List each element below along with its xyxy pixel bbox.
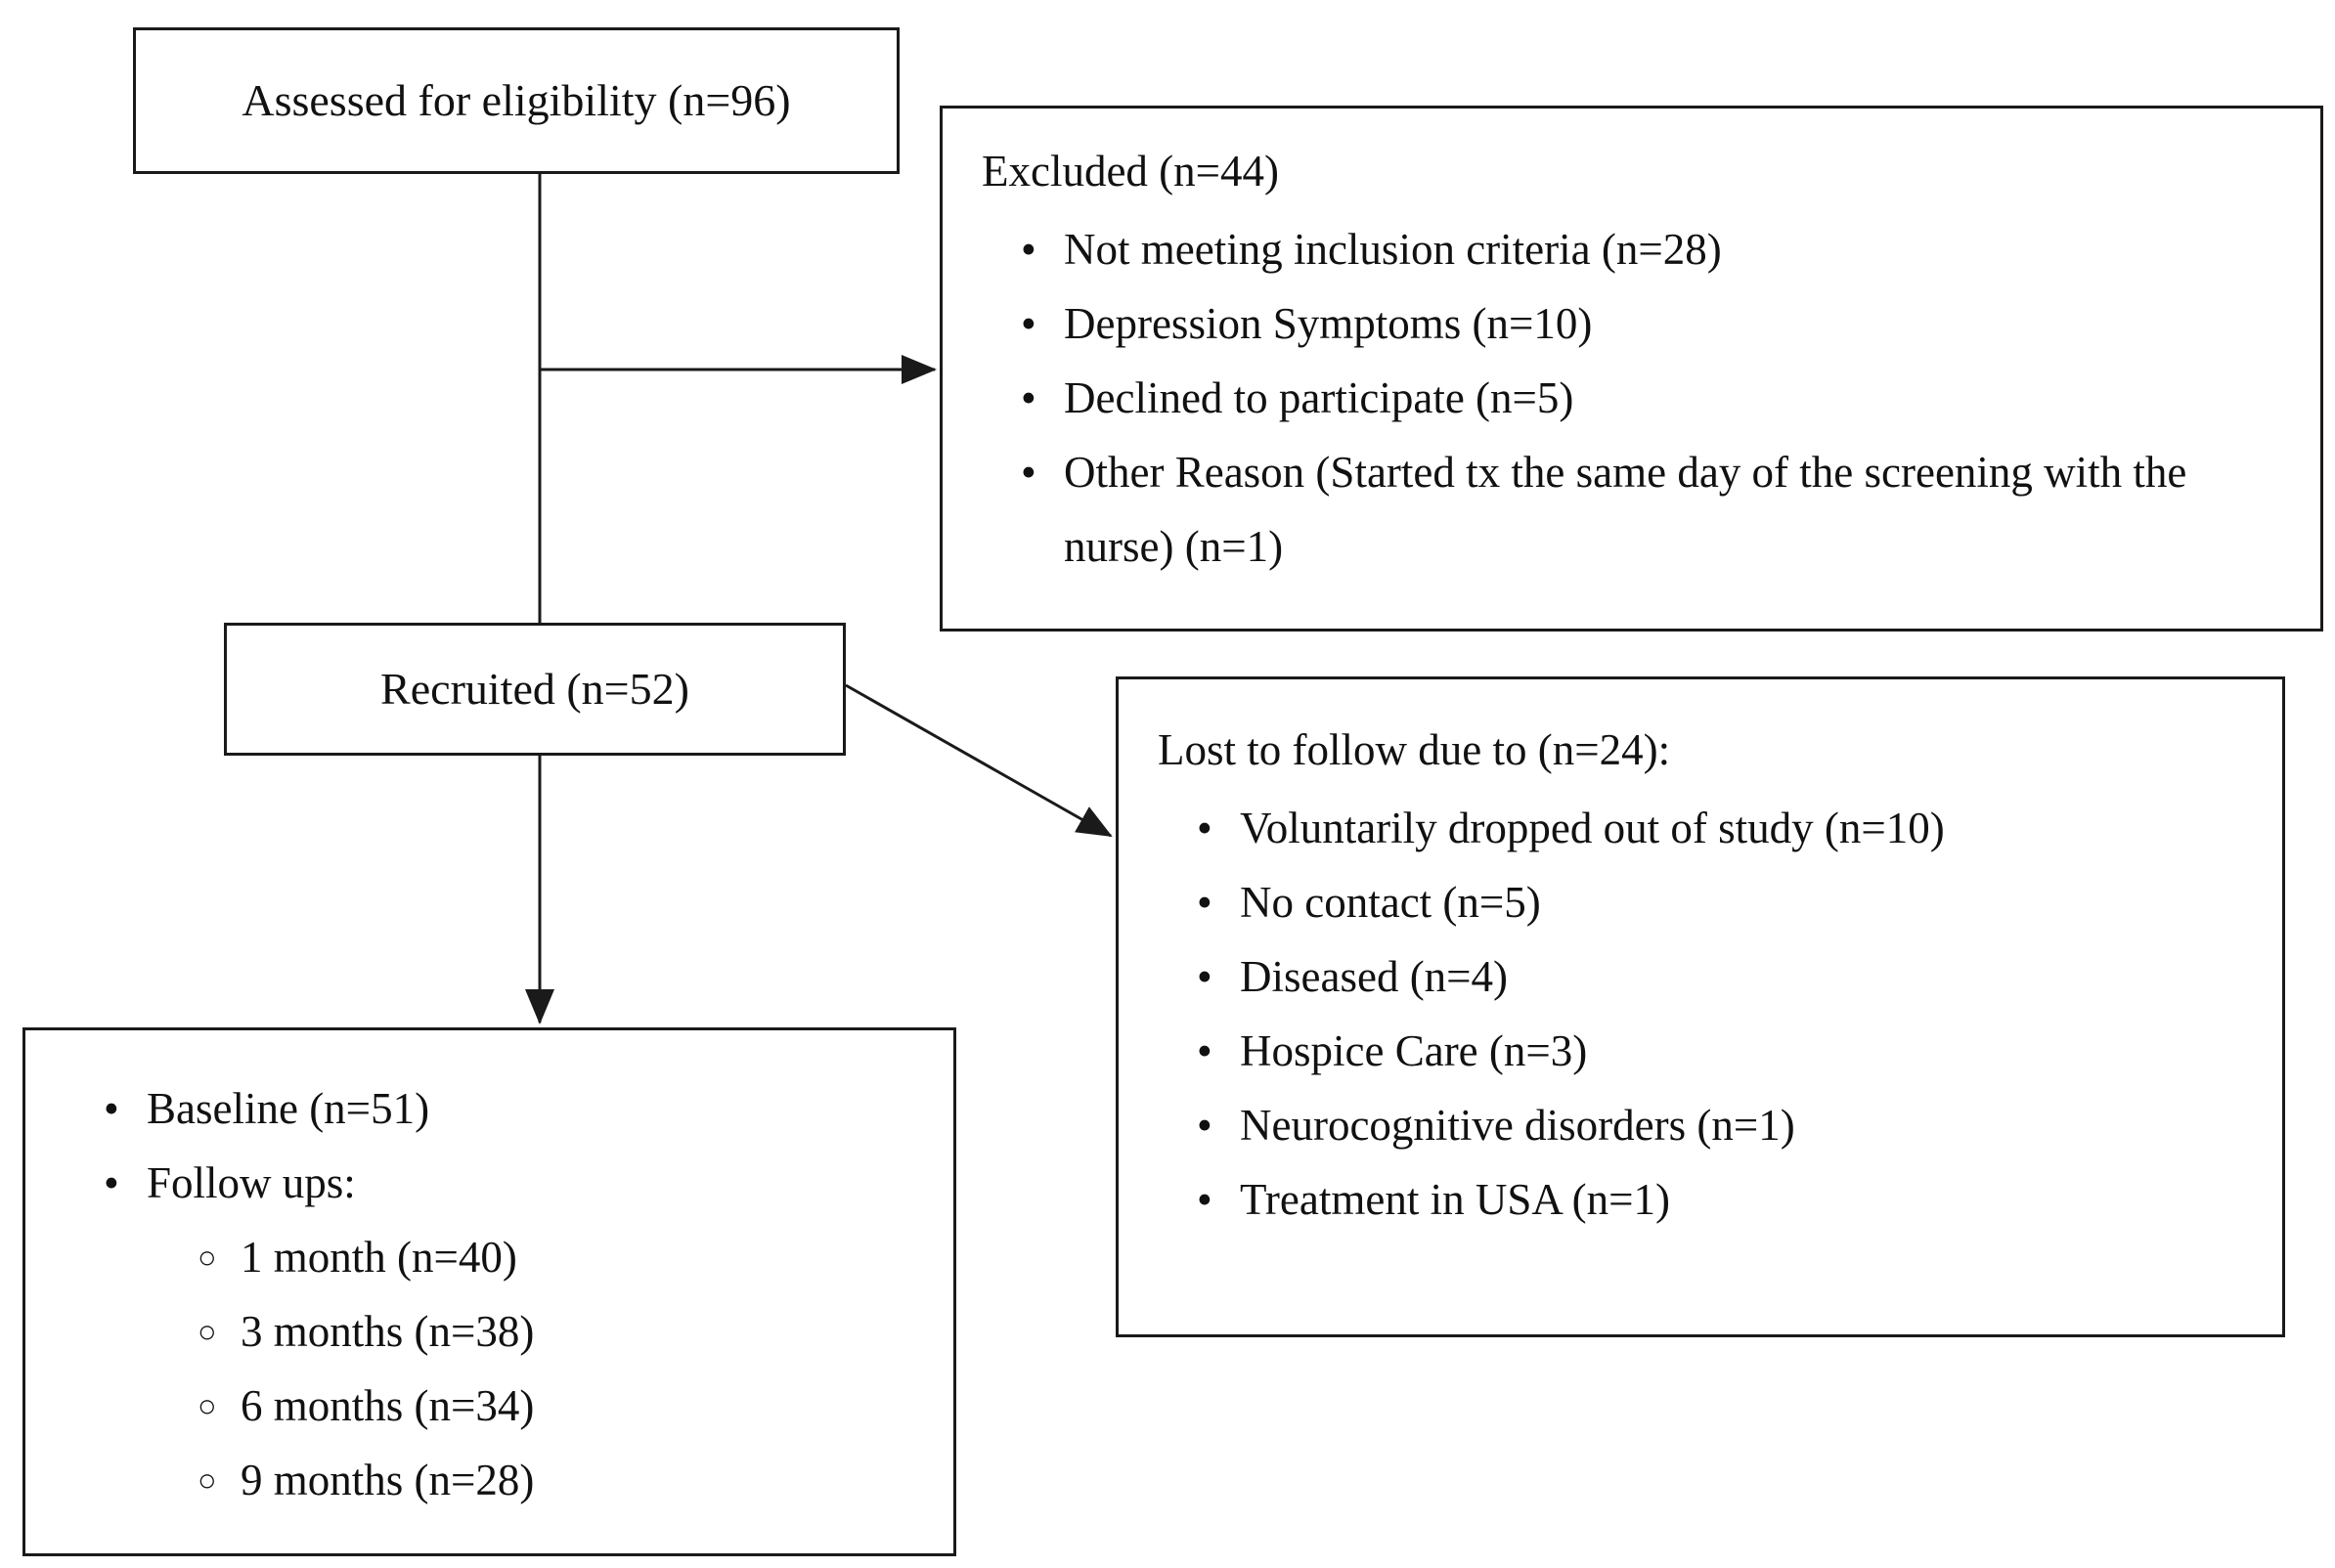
excluded-item: • Other Reason (Started tx the same day … xyxy=(1021,435,2275,584)
excluded-item: • Depression Symptoms (n=10) xyxy=(1021,286,2275,361)
excluded-item-label: Not meeting inclusion criteria (n=28) xyxy=(1064,225,1722,274)
bullet-icon: • xyxy=(1021,448,1036,497)
followup-box: • Baseline (n=51) • Follow ups: ○ 1 mont… xyxy=(22,1027,956,1556)
circle-bullet-icon: ○ xyxy=(198,1389,217,1424)
recruited-box: Recruited (n=52) xyxy=(224,623,846,756)
bullet-icon: • xyxy=(1197,1175,1212,1224)
excluded-list: • Not meeting inclusion criteria (n=28) … xyxy=(982,212,2275,584)
followup-list: • Baseline (n=51) • Follow ups: ○ 1 mont… xyxy=(65,1071,914,1517)
lost-item-label: Neurocognitive disorders (n=1) xyxy=(1240,1101,1795,1150)
lost-to-follow-list: • Voluntarily dropped out of study (n=10… xyxy=(1158,791,2243,1237)
assessed-box: Assessed for eligibility (n=96) xyxy=(133,27,900,174)
followup-item: • Follow ups: xyxy=(104,1146,914,1220)
lost-item: • No contact (n=5) xyxy=(1197,865,2243,939)
bullet-icon: • xyxy=(104,1158,119,1207)
followup-item: • Baseline (n=51) xyxy=(104,1071,914,1146)
bullet-icon: • xyxy=(104,1084,119,1133)
followup-subitem-label: 6 months (n=34) xyxy=(241,1381,535,1430)
excluded-item-label: Declined to participate (n=5) xyxy=(1064,373,1574,422)
circle-bullet-icon: ○ xyxy=(198,1241,217,1276)
bullet-icon: • xyxy=(1197,952,1212,1001)
bullet-icon: • xyxy=(1021,225,1036,274)
followup-item-label: Follow ups: xyxy=(147,1158,356,1207)
bullet-icon: • xyxy=(1197,1026,1212,1075)
lost-item: • Treatment in USA (n=1) xyxy=(1197,1162,2243,1237)
excluded-title: Excluded (n=44) xyxy=(982,147,1280,196)
followup-subitem: ○ 6 months (n=34) xyxy=(198,1369,914,1443)
lost-item-label: Voluntarily dropped out of study (n=10) xyxy=(1240,804,1945,852)
bullet-icon: • xyxy=(1197,878,1212,927)
recruited-label: Recruited (n=52) xyxy=(380,664,689,715)
followup-item-label: Baseline (n=51) xyxy=(147,1084,430,1133)
lost-item-label: Diseased (n=4) xyxy=(1240,952,1509,1001)
circle-bullet-icon: ○ xyxy=(198,1463,217,1499)
lost-item: • Hospice Care (n=3) xyxy=(1197,1014,2243,1088)
assessed-label: Assessed for eligibility (n=96) xyxy=(242,75,791,126)
followup-subitem: ○ 3 months (n=38) xyxy=(198,1294,914,1369)
bullet-icon: • xyxy=(1197,1101,1212,1150)
lost-item-label: Hospice Care (n=3) xyxy=(1240,1026,1588,1075)
arrow-recruited-to-lost xyxy=(845,683,1113,838)
followup-subitem: ○ 1 month (n=40) xyxy=(198,1220,914,1294)
excluded-item-label: Depression Symptoms (n=10) xyxy=(1064,299,1593,348)
lost-item: • Voluntarily dropped out of study (n=10… xyxy=(1197,791,2243,865)
lost-item-label: Treatment in USA (n=1) xyxy=(1240,1175,1670,1224)
lost-item-label: No contact (n=5) xyxy=(1240,878,1541,927)
excluded-item: • Not meeting inclusion criteria (n=28) xyxy=(1021,212,2275,286)
followup-subitem-label: 1 month (n=40) xyxy=(241,1233,517,1282)
excluded-item: • Declined to participate (n=5) xyxy=(1021,361,2275,435)
bullet-icon: • xyxy=(1021,373,1036,422)
circle-bullet-icon: ○ xyxy=(198,1315,217,1350)
bullet-icon: • xyxy=(1197,804,1212,852)
lost-item: • Diseased (n=4) xyxy=(1197,939,2243,1014)
bullet-icon: • xyxy=(1021,299,1036,348)
excluded-box: Excluded (n=44) • Not meeting inclusion … xyxy=(940,106,2323,632)
lost-to-follow-box: Lost to follow due to (n=24): • Voluntar… xyxy=(1116,676,2285,1337)
lost-to-follow-title: Lost to follow due to (n=24): xyxy=(1158,725,1671,774)
lost-item: • Neurocognitive disorders (n=1) xyxy=(1197,1088,2243,1162)
excluded-item-label: Other Reason (Started tx the same day of… xyxy=(1064,448,2187,571)
followup-subitem: ○ 9 months (n=28) xyxy=(198,1443,914,1517)
followup-subitem-label: 9 months (n=28) xyxy=(241,1456,535,1504)
followup-subitem-label: 3 months (n=38) xyxy=(241,1307,535,1356)
